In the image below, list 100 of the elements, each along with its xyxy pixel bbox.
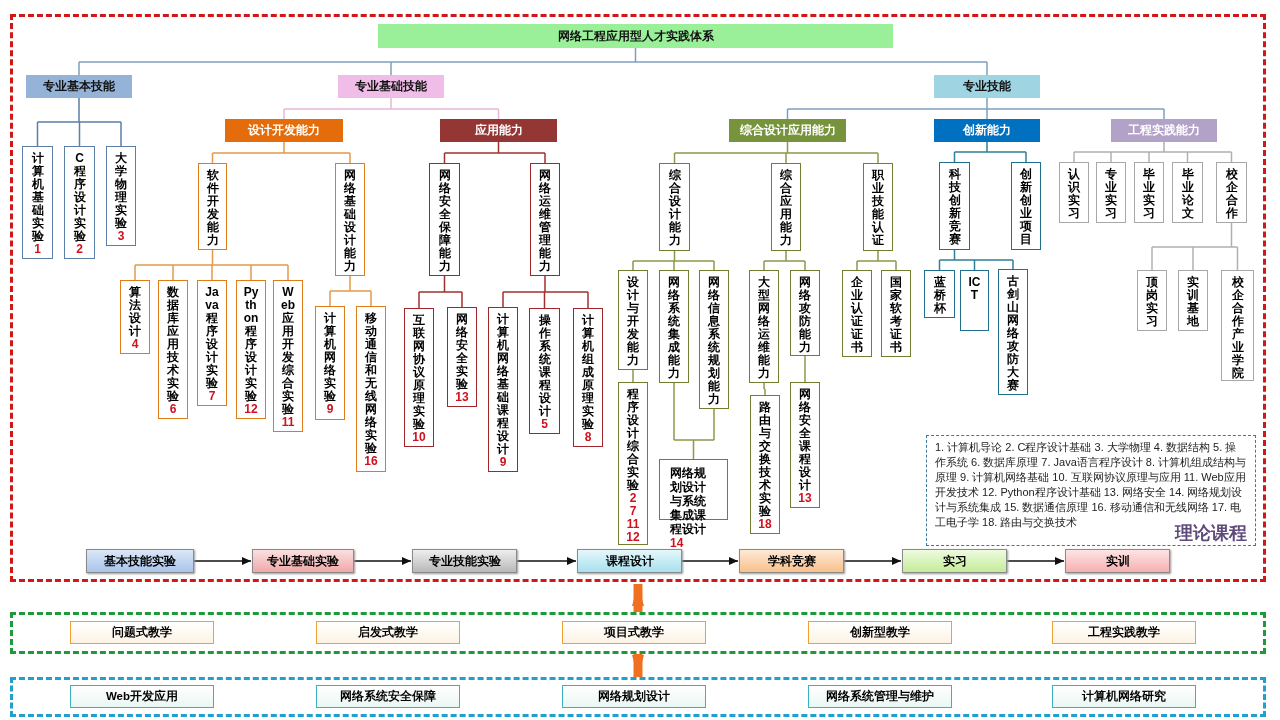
category-banner — [729, 119, 846, 142]
skill-box — [198, 163, 227, 250]
skill-box — [1059, 162, 1089, 223]
node-label: 操作系统课程设计 — [537, 314, 552, 418]
connector-line — [418, 275, 463, 309]
connector-line — [283, 97, 500, 120]
skill-box — [881, 270, 911, 357]
node-label: 网络系统集成能力 — [667, 276, 681, 380]
flow-arrow — [193, 557, 252, 565]
dashed-frame — [10, 14, 1266, 582]
flow-arrow — [353, 557, 412, 565]
connector-line — [786, 97, 1165, 120]
node-label: C程序设计实验 — [72, 152, 87, 243]
course-number: 13 — [454, 391, 470, 404]
skill-box — [939, 162, 970, 250]
direction-box — [70, 685, 214, 708]
flow-arrow — [1006, 557, 1065, 565]
connector-line — [763, 250, 806, 271]
course-number: 14 — [670, 536, 684, 550]
skill-box — [960, 270, 989, 331]
node-label: 综合设计能力 — [667, 169, 682, 247]
stage-box — [739, 549, 844, 573]
heading-text: 应用能力 — [474, 122, 523, 139]
skill-box — [1137, 270, 1167, 331]
node-label: 网络系统管理与维护 — [826, 689, 934, 704]
heading-text: 专业基本技能 — [43, 78, 115, 95]
category-banner — [440, 119, 557, 142]
node-label: 大型网络运维能力 — [757, 276, 771, 380]
node-label: 专业基础实验 — [267, 553, 339, 569]
node-label: 顶岗实习 — [1144, 276, 1159, 328]
connector-line — [211, 141, 351, 164]
stage-box — [86, 549, 194, 573]
category-banner — [338, 75, 444, 98]
node-label: 校企合作产业学院 — [1230, 276, 1245, 380]
category-banner — [26, 75, 132, 98]
block-arrow — [632, 654, 644, 677]
node-label: 网络运维管理能力 — [537, 169, 552, 273]
node-label: 大学物理实验 — [113, 152, 128, 230]
direction-box — [562, 685, 706, 708]
course-number: 2 — [75, 243, 84, 256]
course-number: 13 — [797, 492, 813, 505]
connector-line — [632, 369, 634, 383]
skill-box — [771, 163, 801, 251]
node-label: 课程设计 — [605, 553, 654, 569]
course-number: 12 — [243, 403, 259, 416]
connector-line — [673, 382, 715, 460]
node-label: 网络信息系统规划能力 — [706, 276, 721, 406]
node-label: 网络安全保障能力 — [437, 169, 452, 273]
teaching-box — [316, 621, 460, 644]
skill-box — [429, 163, 460, 276]
stage-box — [577, 549, 682, 573]
course-number: 8 — [583, 431, 593, 444]
node-label: 计算机网络实验 — [322, 312, 337, 403]
node-label: 实习 — [942, 553, 967, 569]
node-label: ICT — [967, 276, 982, 302]
skill-box — [64, 146, 95, 259]
course-number: 2 7 11 12 — [625, 492, 641, 544]
skill-box — [618, 382, 648, 545]
connector-line — [1151, 222, 1239, 271]
node-label: 实训基地 — [1185, 276, 1200, 328]
node-label: 工程实践教学 — [1088, 625, 1160, 640]
node-label: 网络安全实验 — [454, 313, 469, 391]
node-label: 启发式教学 — [358, 625, 418, 640]
heading-text: 专业基础技能 — [355, 78, 427, 95]
skill-box — [573, 308, 603, 447]
heading-text: 综合设计应用能力 — [739, 122, 836, 139]
skill-box — [529, 308, 560, 434]
node-label: 移动通信和无线网络实验 — [363, 312, 378, 455]
skill-box — [750, 395, 780, 534]
skill-box — [488, 307, 518, 472]
direction-box — [316, 685, 460, 708]
skill-box — [236, 280, 266, 419]
node-label: 数据库应用技术实验 — [165, 286, 180, 403]
node-label: 网络规划设计 — [598, 689, 670, 704]
flow-arrow — [516, 557, 577, 565]
connector-line — [36, 97, 122, 147]
node-label: 蓝桥杯 — [932, 276, 947, 315]
skill-box — [530, 163, 560, 276]
course-number: 3 — [116, 230, 126, 243]
node-label: 计算机基础实验 — [30, 152, 45, 243]
skill-box — [842, 270, 872, 357]
skill-box — [1216, 162, 1247, 223]
connector-line — [856, 250, 897, 271]
connector-line — [78, 47, 988, 76]
skill-box — [1178, 270, 1208, 331]
skill-box — [1096, 162, 1126, 223]
course-number: 4 — [130, 338, 140, 351]
node-label: 算法设计 — [127, 286, 142, 338]
node-label: 基本技能实验 — [104, 553, 176, 569]
node-label: 网络攻防能力 — [798, 276, 812, 354]
skill-box — [1172, 162, 1203, 223]
skill-box — [659, 270, 689, 383]
heading-text: 设计开发能力 — [248, 122, 320, 139]
node-label: 专业实习 — [1104, 168, 1118, 220]
node-label: Java程序设计实验 — [204, 286, 220, 390]
course-number: 16 — [363, 455, 379, 468]
node-label: 综合应用能力 — [779, 169, 793, 247]
skill-box — [22, 146, 53, 259]
node-label: 企业认证证书 — [849, 276, 864, 354]
category-banner — [934, 119, 1040, 142]
